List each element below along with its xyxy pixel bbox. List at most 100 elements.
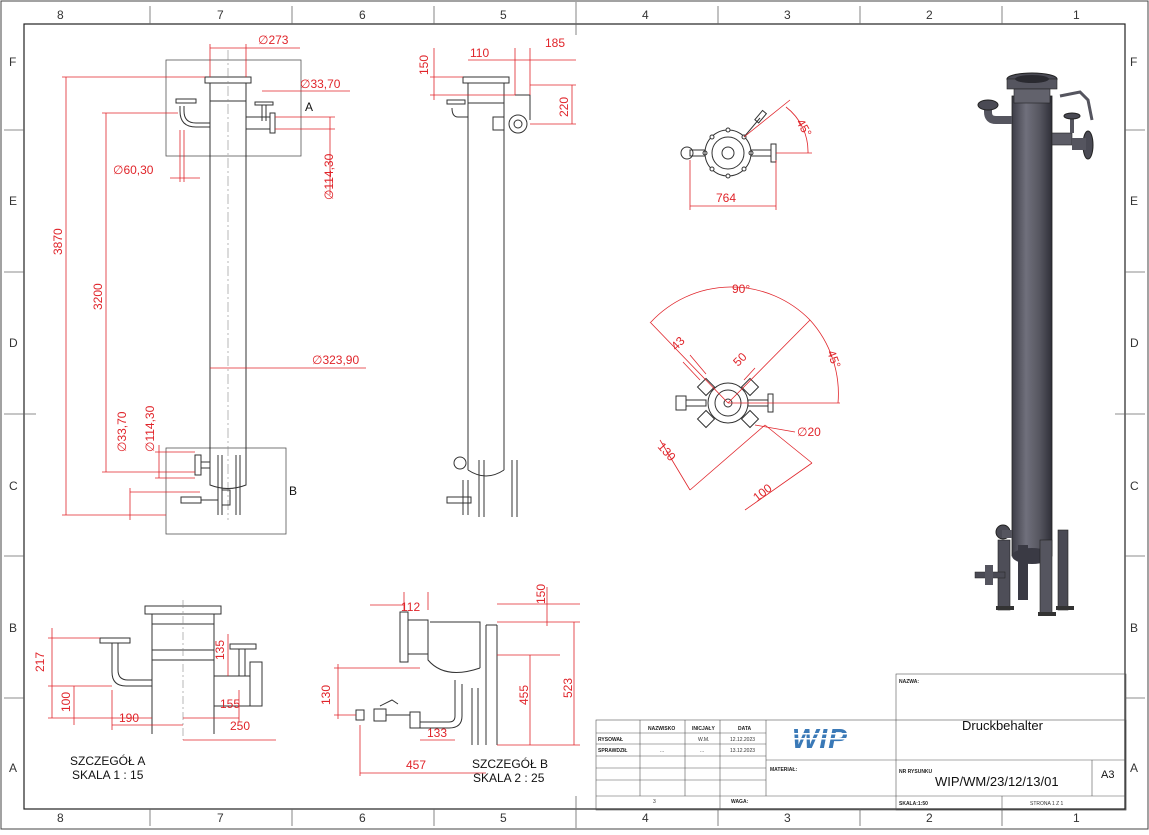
dim-top-nozzle: ∅33,70	[300, 77, 341, 91]
detail-a-marker: A	[305, 100, 313, 114]
row-label-f-right: F	[1130, 55, 1137, 69]
col-label-8-bottom: 8	[57, 811, 64, 825]
dim-bottom-d1: ∅33,70	[115, 411, 129, 452]
detail-a-scale: SKALA 1 : 15	[72, 768, 144, 782]
row-label-b-right: B	[1130, 621, 1138, 635]
row-label-b: B	[9, 621, 17, 635]
col-label-3-bottom: 3	[784, 811, 791, 825]
tb-rysowal-date: 12.12.2023	[730, 737, 755, 743]
dim-top-flange: ∅273	[258, 33, 289, 47]
row-label-d: D	[9, 336, 18, 350]
tb-nazwa-label: NAZWA:	[899, 679, 919, 685]
dim-b-457: 457	[406, 758, 426, 772]
col-label-6: 6	[359, 8, 366, 22]
isometric-view	[974, 72, 1094, 616]
top-view-dimensions	[689, 99, 812, 210]
dim-side-150: 150	[417, 55, 431, 75]
dim-top-764: 764	[716, 191, 736, 205]
side-view-dimensions	[430, 48, 576, 125]
detail-b-marker: B	[289, 484, 297, 498]
tb-sprawdzil-name: ...	[660, 748, 664, 754]
dim-side-185: 185	[545, 36, 565, 50]
dim-b-133: 133	[427, 726, 447, 740]
col-label-2: 2	[926, 8, 933, 22]
col-label-7-bottom: 7	[217, 811, 224, 825]
dim-a-100: 100	[59, 692, 73, 712]
dim-bottom-43: 43	[668, 334, 688, 354]
col-label-4-bottom: 4	[642, 811, 649, 825]
dim-side-110: 110	[470, 46, 489, 60]
bottom-view-dimensions	[649, 286, 840, 511]
row-label-c-right: C	[1130, 479, 1139, 493]
top-view	[680, 109, 777, 179]
tb-rysowal-initials: W.M.	[698, 737, 709, 743]
tb-waga-label: WAGA:	[731, 799, 749, 805]
dim-side-nozzle: ∅114,30	[322, 153, 336, 200]
tb-format: A3	[1101, 769, 1114, 781]
dim-shell: ∅323,90	[312, 353, 359, 367]
dim-bottom-130: 130	[655, 440, 679, 464]
dim-a-190: 190	[119, 711, 139, 725]
col-label-1: 1	[1073, 8, 1080, 22]
col-label-8: 8	[57, 8, 64, 22]
row-label-e-right: E	[1130, 194, 1138, 208]
dim-a-135: 135	[213, 640, 227, 660]
wip-logo: WIP	[792, 723, 856, 754]
row-label-c: C	[9, 479, 18, 493]
dim-overall-height: 3870	[51, 228, 65, 255]
dim-bottom-90: 90°	[732, 282, 750, 296]
dim-bottom-d2: ∅114,30	[143, 405, 157, 452]
tb-sprawdzil-initials: ...	[700, 748, 704, 754]
tb-rysowal-label: RYSOWAŁ	[598, 737, 623, 743]
tb-header-inicjaly: INICJAŁY	[692, 726, 715, 732]
col-label-1-bottom: 1	[1073, 811, 1080, 825]
row-label-d-right: D	[1130, 336, 1139, 350]
detail-a-dimensions	[48, 628, 276, 741]
dim-bottom-50: 50	[730, 350, 750, 370]
dim-b-130: 130	[319, 685, 333, 705]
dim-middle-height: 3200	[91, 283, 105, 310]
dim-bottom-100: 100	[750, 481, 775, 505]
dim-left-nozzle: ∅60,30	[113, 163, 154, 177]
front-view-dimensions	[62, 44, 366, 520]
tb-header-data: DATA	[738, 726, 752, 732]
col-label-5: 5	[500, 8, 507, 22]
row-label-a: A	[9, 761, 17, 775]
col-label-4: 4	[642, 8, 649, 22]
row-label-f: F	[9, 55, 16, 69]
dim-side-220: 220	[557, 97, 571, 117]
col-label-3: 3	[784, 8, 791, 22]
dim-a-250: 250	[230, 719, 250, 733]
tb-nr-value: WIP/WM/23/12/13/01	[935, 774, 1059, 789]
detail-a-title: SZCZEGÓŁ A	[70, 753, 145, 768]
tb-sprawdzil-label: SPRAWDZIŁ	[598, 748, 627, 754]
row-label-e: E	[9, 194, 17, 208]
detail-b-scale: SKALA 2 : 25	[473, 771, 545, 785]
tb-header-nazwisko: NAZWISKO	[648, 726, 675, 732]
tb-nr-label: NR RYSUNKU	[899, 769, 933, 775]
tb-nazwa-value: Druckbehalter	[962, 718, 1044, 733]
tb-sheet-number: 3	[653, 799, 656, 805]
dim-b-523: 523	[561, 678, 575, 698]
col-label-5-bottom: 5	[500, 811, 507, 825]
dim-a-217: 217	[33, 652, 47, 672]
tb-strona: STRONA 1 Z 1	[1030, 801, 1064, 807]
zone-ticks	[4, 2, 1145, 828]
dim-b-455: 455	[517, 685, 531, 705]
col-label-2-bottom: 2	[926, 811, 933, 825]
drawing-frame	[23, 23, 1126, 810]
row-label-a-right: A	[1130, 761, 1138, 775]
dim-b-112: 112	[401, 600, 420, 614]
dim-bottom-45: 45°	[824, 348, 843, 370]
detail-a-view	[99, 600, 263, 740]
tb-skala: SKALA:1:50	[899, 801, 928, 807]
detail-b-dimensions	[334, 587, 580, 776]
dim-top-45: 45°	[793, 117, 814, 140]
tb-sprawdzil-date: 13.12.2023	[730, 748, 755, 754]
front-view	[165, 50, 302, 535]
title-block	[595, 673, 1127, 811]
dim-bottom-hole: ∅20	[797, 425, 821, 439]
detail-b-title: SZCZEGÓŁ B	[472, 756, 548, 771]
col-label-7: 7	[217, 8, 224, 22]
